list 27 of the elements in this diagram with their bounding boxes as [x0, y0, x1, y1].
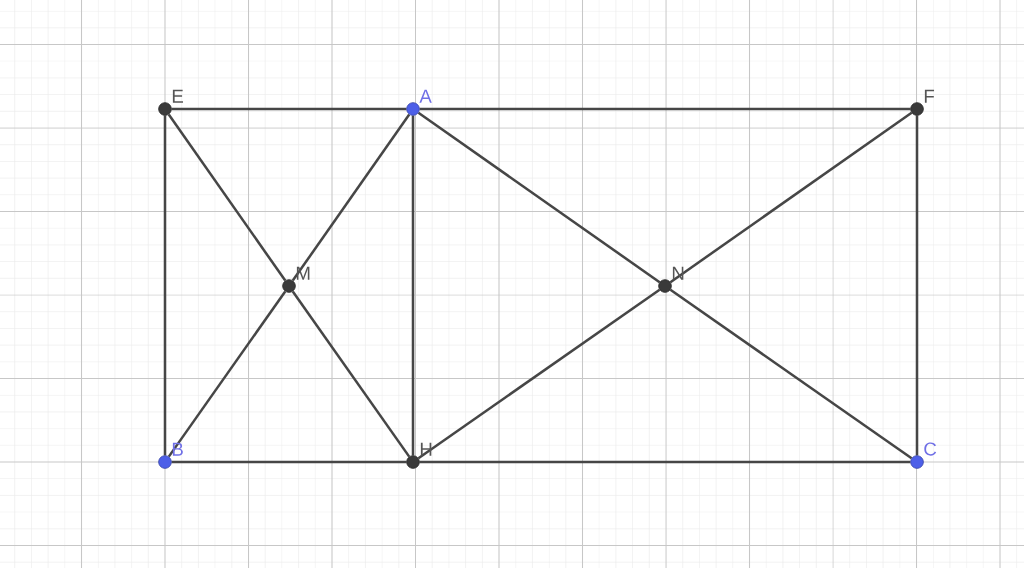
- segment: [167, 113, 287, 282]
- node-label: E: [172, 89, 184, 103]
- segment: [669, 288, 913, 460]
- point: E: [158, 89, 183, 116]
- segment: [291, 290, 411, 458]
- segment: [419, 107, 911, 111]
- node-label: B: [172, 442, 183, 456]
- segment: [171, 107, 407, 111]
- node-label: M: [296, 266, 310, 280]
- node-label: F: [924, 89, 935, 103]
- point: C: [910, 442, 937, 469]
- segment: [417, 111, 661, 284]
- segment: [915, 115, 919, 456]
- segment: [417, 288, 661, 460]
- node-label: A: [419, 89, 432, 103]
- segment: [167, 290, 287, 458]
- point: A: [406, 89, 432, 116]
- node-label: C: [924, 442, 937, 456]
- segment: [419, 460, 911, 464]
- point: B: [158, 442, 183, 469]
- segment: [163, 115, 167, 456]
- segment: [411, 115, 415, 456]
- segment: [291, 113, 411, 282]
- segment: [171, 460, 407, 464]
- segment: [669, 111, 913, 284]
- point: F: [910, 89, 935, 116]
- point: M: [282, 266, 310, 293]
